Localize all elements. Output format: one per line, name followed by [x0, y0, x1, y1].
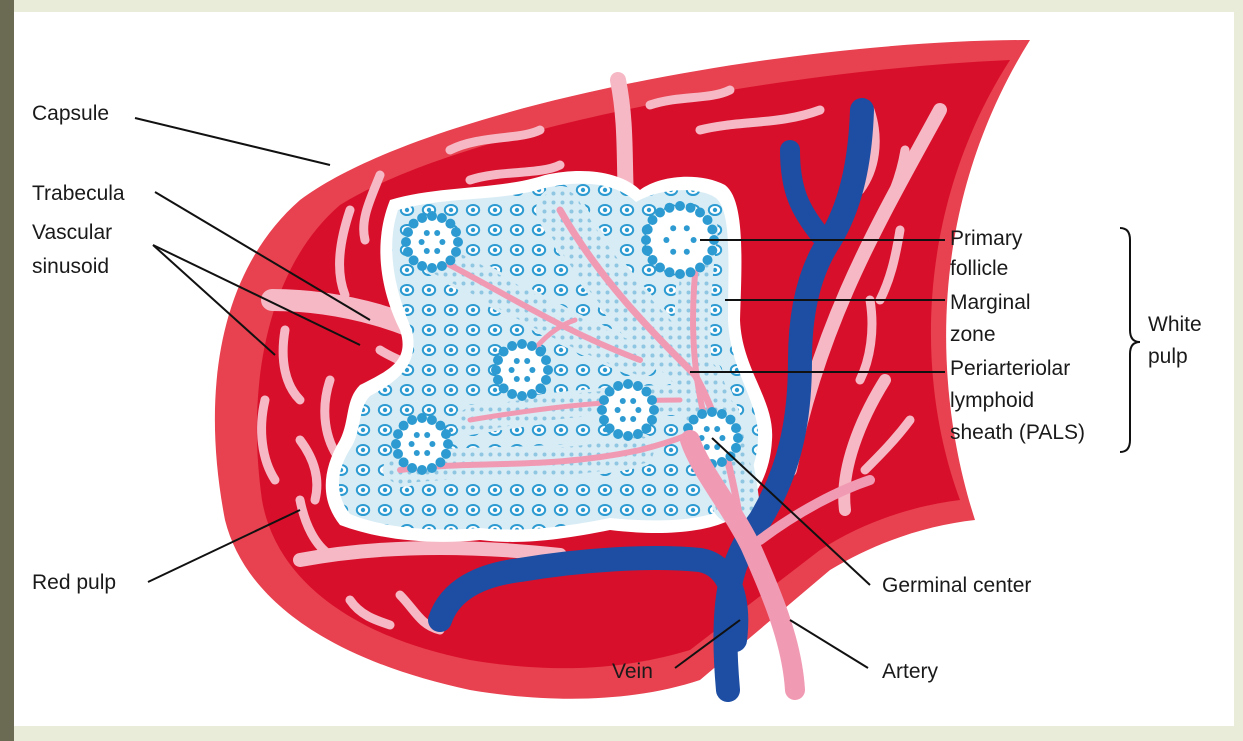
follicle-4	[597, 379, 659, 441]
artery-leader	[789, 619, 869, 669]
slide-side-bar	[0, 0, 14, 741]
primary-follicle-label-line2: follicle	[950, 257, 1009, 280]
leader-lines	[134, 117, 1141, 669]
artery-right-branch	[755, 475, 875, 545]
artery-trunk	[680, 430, 805, 700]
artery-label: Artery	[882, 660, 939, 683]
red-pulp-leader	[147, 509, 301, 583]
vein-leader	[674, 619, 741, 669]
trabecula-leader	[154, 191, 371, 321]
trabecula-right-lower	[838, 374, 891, 516]
vascular-sinusoid-leader-2	[152, 244, 361, 346]
follicle-3	[491, 339, 553, 401]
vascular-sinusoid-leader-1	[152, 244, 276, 356]
vascular-sinusoid-label-line2: sinusoid	[32, 255, 110, 278]
capsule-label: Capsule	[32, 102, 110, 125]
trabecula-label: Trabecula	[32, 182, 125, 205]
germinal-center-label: Germinal center	[882, 574, 1032, 597]
artery-vessels	[680, 430, 875, 700]
white-pulp-brace	[1119, 227, 1141, 453]
white-pulp-label-line1: White	[1148, 313, 1202, 336]
follicle-2	[641, 201, 719, 279]
lymphoid-follicles	[391, 201, 743, 475]
red-pulp-label: Red pulp	[32, 571, 117, 594]
marginal-zone-label-line2: zone	[950, 323, 996, 346]
pals-label-line2: lymphoid	[950, 389, 1035, 412]
follicle-1	[401, 211, 463, 273]
vascular-sinusoid-label-line1: Vascular	[32, 221, 113, 244]
follicle-5	[391, 413, 453, 475]
primary-follicle-label-line1: Primary	[950, 227, 1023, 250]
pals-label-line3: sheath (PALS)	[950, 421, 1086, 444]
capsule-leader	[134, 117, 331, 166]
germinal-center-leader	[711, 437, 871, 586]
marginal-zone-label-line1: Marginal	[950, 291, 1031, 314]
white-pulp-label-line2: pulp	[1148, 345, 1188, 368]
vein-label: Vein	[612, 660, 653, 683]
vein-lower-branch	[428, 546, 749, 652]
vein-left-branch	[780, 140, 830, 245]
pals-label-line1: Periarteriolar	[950, 357, 1071, 380]
